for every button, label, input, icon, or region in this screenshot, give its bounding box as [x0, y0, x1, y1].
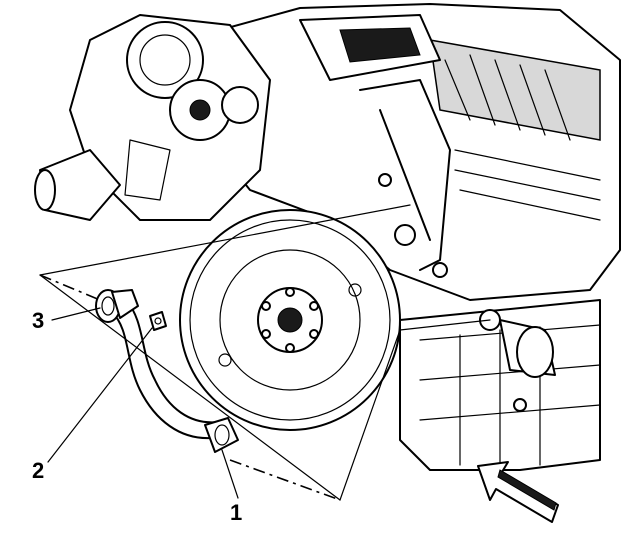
callout-1: 1: [221, 449, 242, 525]
callout-2: 2: [32, 327, 153, 483]
callout-1-label: 1: [230, 500, 242, 525]
view-direction-arrow: [477, 461, 559, 523]
reference-lines: [39, 204, 491, 501]
callout-2-label: 2: [32, 458, 44, 483]
callout-3-label: 3: [32, 308, 44, 333]
engine-block: [209, 3, 621, 301]
flexplate: [179, 209, 401, 431]
hose-bolt: [149, 311, 167, 331]
hose-lower-fitting: [204, 417, 239, 453]
oil-pan: [399, 299, 601, 471]
callout-3: 3: [32, 307, 101, 333]
coolant-hose-assembly: [95, 289, 239, 453]
accessory-drive: [34, 14, 271, 221]
